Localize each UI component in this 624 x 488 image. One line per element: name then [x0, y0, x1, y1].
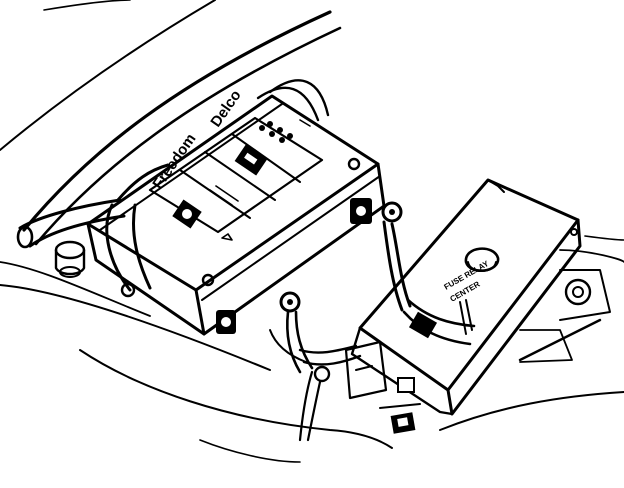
warning-symbol-icon [234, 144, 268, 176]
body-contours [0, 235, 624, 463]
battery: Delco Freedom [86, 87, 386, 336]
battery-cables [269, 201, 476, 442]
battery-side [86, 222, 206, 336]
hold-down-nut [54, 240, 86, 278]
battery-label-delco: Delco [207, 87, 244, 130]
terminal-negative [216, 310, 236, 334]
fuse-relay-center: FUSE RELAY CENTER [344, 178, 582, 434]
terminal-positive [350, 198, 372, 224]
hold-down-strap [105, 79, 330, 292]
vent-hose [16, 198, 126, 249]
fuse-box-cap [464, 247, 500, 272]
hood-edge [0, 0, 342, 246]
battery-front [194, 162, 386, 336]
hydrometer-indicator-icon [259, 121, 293, 143]
right-bracket [518, 269, 611, 362]
eye-protection-icon [172, 199, 202, 229]
